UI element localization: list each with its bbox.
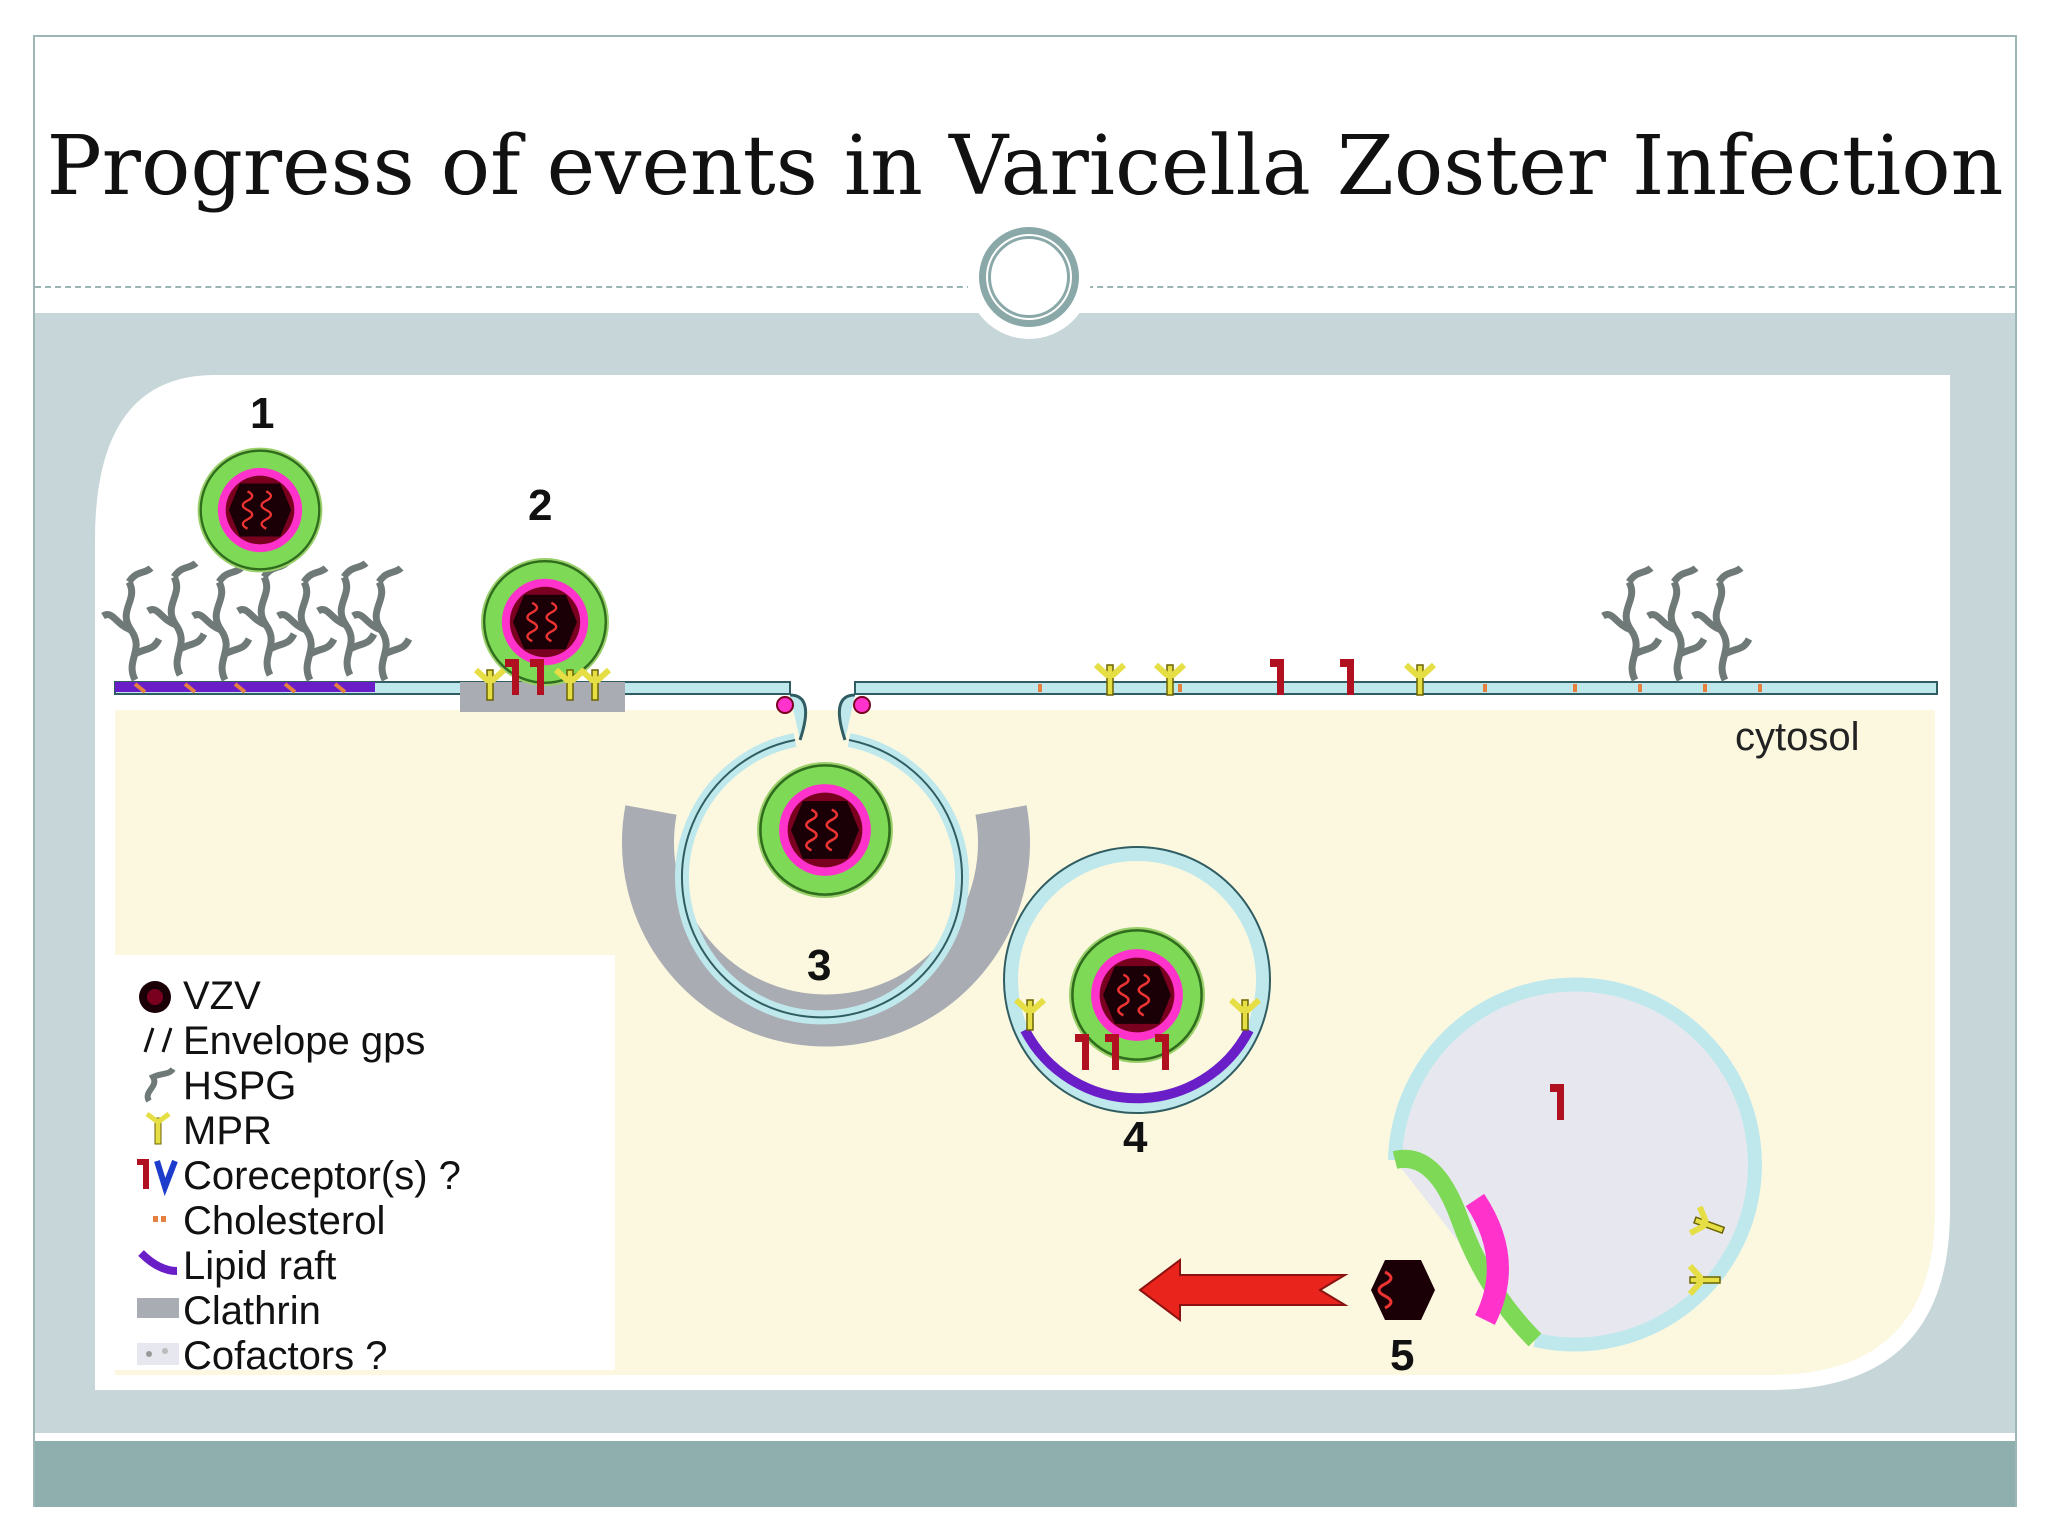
clathrin-icon [137, 1298, 179, 1318]
legend-item: VZV [139, 974, 261, 1018]
legend-item: Cofactors ? [137, 1334, 388, 1378]
legend-item: HSPG [144, 1064, 296, 1108]
divider-ring-icon [979, 227, 1079, 327]
coreceptor-icon [137, 1159, 178, 1197]
svg-text:Envelope gps: Envelope gps [183, 1019, 425, 1063]
lipid-raft-segment [115, 682, 375, 692]
svg-text:Coreceptor(s) ?: Coreceptor(s) ? [183, 1154, 461, 1198]
envelope-gp-icon [143, 1027, 173, 1053]
step-2-label: 2 [528, 481, 552, 530]
legend-item: Clathrin [137, 1289, 321, 1333]
release-arrow-icon [1138, 1258, 1349, 1322]
step-1-virus: 1 [196, 389, 324, 574]
svg-text:Lipid raft: Lipid raft [183, 1244, 336, 1288]
step-4-label: 4 [1123, 1113, 1148, 1162]
step-5-fusion: 5 [1138, 977, 1762, 1380]
step-3-label: 3 [807, 941, 831, 990]
hspg-icon [144, 1067, 176, 1103]
legend-item: Coreceptor(s) ? [137, 1154, 461, 1198]
divider-ring-inner [988, 236, 1070, 318]
cytosol-label: cytosol [1735, 715, 1860, 759]
svg-text:MPR: MPR [183, 1109, 272, 1153]
svg-text:HSPG: HSPG [183, 1064, 296, 1108]
legend-item: Envelope gps [143, 1019, 425, 1063]
membrane-right [854, 681, 1938, 695]
legend: VZV Envelope gps HSPG MPR Coreceptor(s) … [115, 955, 615, 1378]
step-5-label: 5 [1390, 1331, 1414, 1380]
step-3-invagination: 3 [622, 693, 1030, 1047]
cofactor-icon [137, 1343, 179, 1365]
mpr-icon [145, 1111, 171, 1145]
vzv-entry-diagram: 1 2 3 4 5 [95, 375, 1950, 1390]
svg-text:Cholesterol: Cholesterol [183, 1199, 385, 1243]
svg-text:Clathrin: Clathrin [183, 1289, 321, 1333]
virus-icon [139, 981, 171, 1013]
slide-title: Progress of events in Varicella Zoster I… [46, 119, 2004, 214]
lipid-raft-icon [138, 1250, 178, 1275]
step-2-virus: 2 [460, 481, 625, 712]
legend-item: MPR [145, 1109, 272, 1153]
svg-text:VZV: VZV [183, 974, 261, 1018]
legend-item: Cholesterol [153, 1199, 385, 1243]
step-4-endosome: 4 [1003, 846, 1271, 1162]
step-1-label: 1 [250, 389, 274, 438]
footer-band [35, 1441, 2015, 1507]
legend-item: Lipid raft [138, 1244, 336, 1288]
svg-text:Cofactors ?: Cofactors ? [183, 1334, 388, 1378]
cholesterol-icon [153, 1216, 166, 1222]
